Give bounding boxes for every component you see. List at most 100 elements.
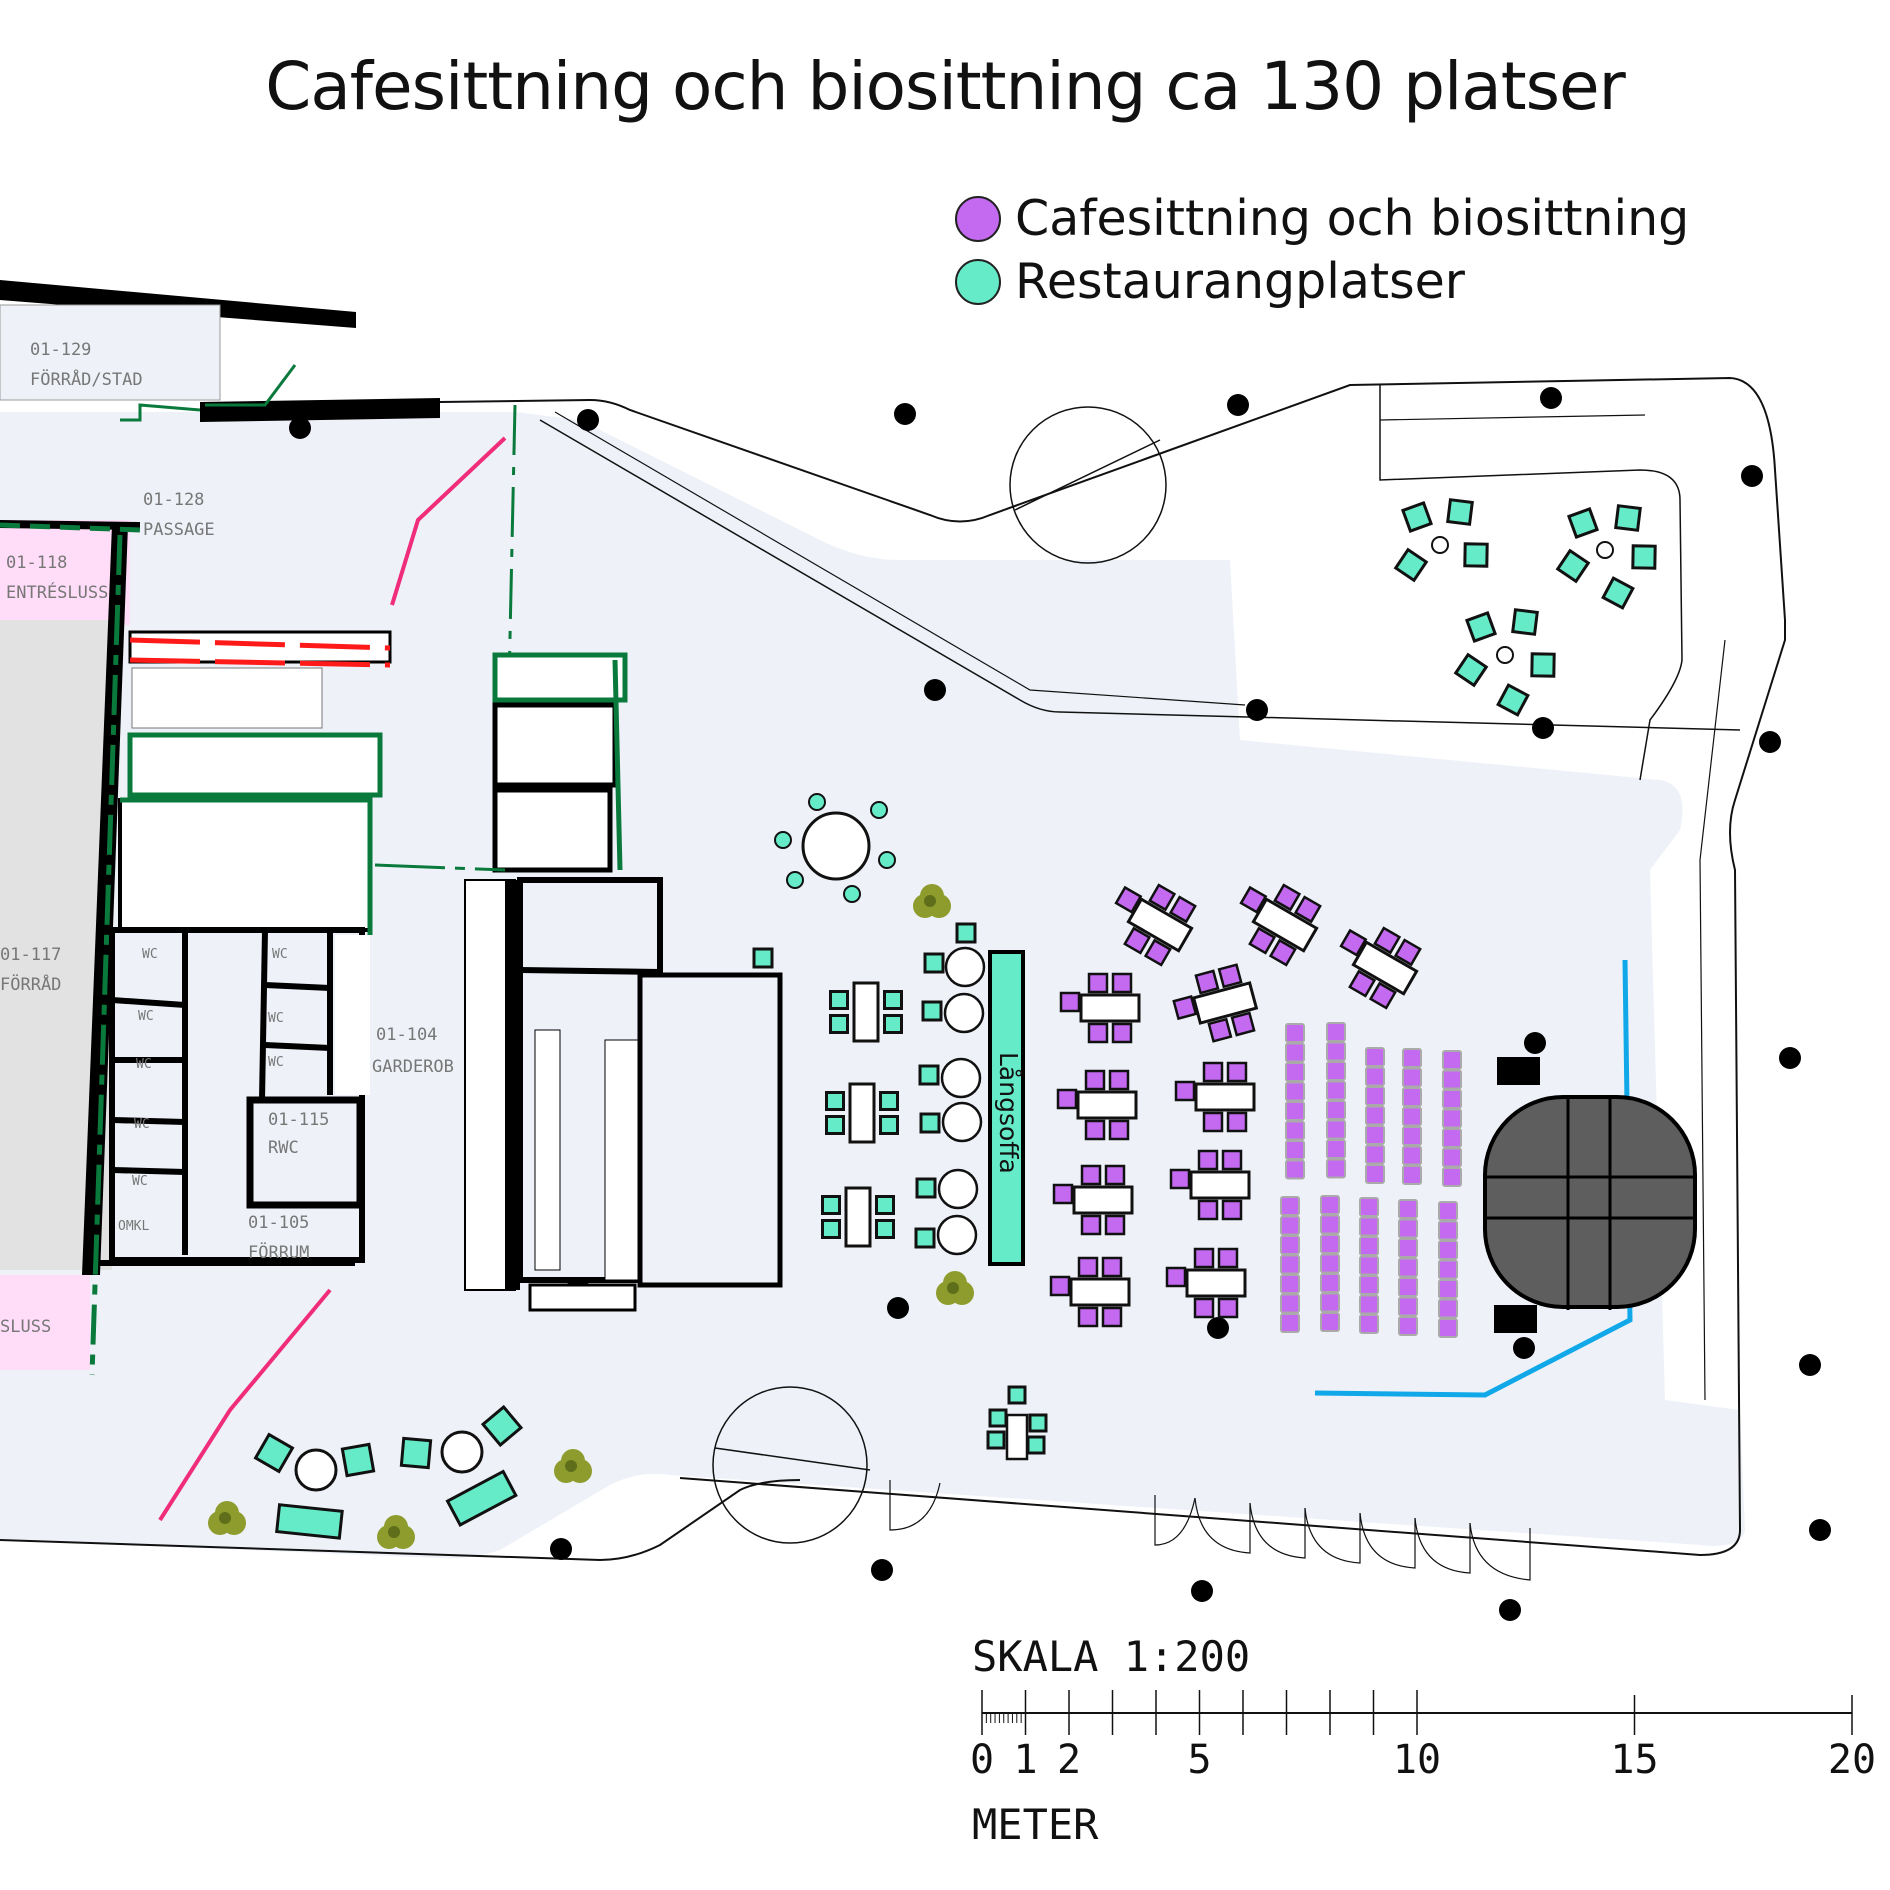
cafe-seat xyxy=(1123,926,1152,955)
cinema-seat xyxy=(1442,1069,1462,1090)
table xyxy=(1072,1185,1134,1215)
room-label-01-129-name: FÖRRÅD/STAD xyxy=(30,368,143,390)
cinema-seat xyxy=(1442,1128,1462,1148)
cocktail-table xyxy=(1496,646,1514,664)
restaurant-seating xyxy=(253,498,1657,1540)
room-label-sluss: SLUSS xyxy=(0,1317,51,1337)
cafe-table-group xyxy=(1174,1061,1256,1133)
cinema-seat xyxy=(1326,1158,1346,1179)
cafe-seat xyxy=(1111,972,1133,994)
cafe-seat xyxy=(1217,1247,1239,1269)
restaurant-seat xyxy=(914,1227,936,1249)
cinema-seat xyxy=(1359,1197,1379,1217)
sofa-label: Långsoffa xyxy=(994,1052,1023,1174)
cafe-seat xyxy=(1197,1199,1219,1221)
restaurant-swatch-icon xyxy=(955,258,1001,305)
round-stool xyxy=(941,1101,983,1143)
cafe-seat xyxy=(1174,1080,1196,1102)
cafe-seat xyxy=(1193,1247,1215,1269)
restaurant-seat xyxy=(988,1408,1008,1428)
speaker-icon xyxy=(1494,1305,1537,1333)
cinema-seat xyxy=(1438,1201,1458,1221)
scale-unit: METER xyxy=(972,1800,1099,1849)
cafe-seat xyxy=(1077,1256,1099,1278)
bench xyxy=(445,1469,518,1527)
room-label-01-105-id: 01-105 xyxy=(248,1213,309,1233)
cafe-seat xyxy=(1202,1111,1224,1133)
omkl-label: OMKL xyxy=(118,1219,149,1234)
round-stool xyxy=(943,992,985,1034)
cafe-seat xyxy=(1293,895,1322,924)
room-label-01-129-id: 01-129 xyxy=(30,340,91,360)
cafe-seat xyxy=(1108,1119,1130,1141)
restaurant-seat xyxy=(883,990,903,1010)
room-sluss xyxy=(0,1275,90,1370)
cafe-seat xyxy=(1101,1306,1123,1328)
room-entresluss xyxy=(0,520,130,625)
cafe-seat xyxy=(1393,938,1422,967)
cafe-seat xyxy=(1221,1149,1243,1171)
cinema-seat xyxy=(1438,1279,1458,1299)
restaurant-seat xyxy=(340,1442,376,1478)
cinema-seat xyxy=(1280,1293,1300,1314)
cafe-table-group xyxy=(1114,883,1197,967)
bench xyxy=(275,1503,344,1540)
cinema-seat xyxy=(1365,1144,1385,1165)
cinema-seat xyxy=(1365,1047,1385,1067)
room-label-01-128-name: PASSAGE xyxy=(143,520,215,540)
cinema-seat xyxy=(1402,1106,1422,1127)
wc-label: WC xyxy=(134,1117,150,1132)
cafe-seat xyxy=(1087,972,1109,994)
restaurant-seat xyxy=(253,1432,295,1474)
restaurant-seat xyxy=(1028,1413,1048,1433)
restaurant-seat xyxy=(825,1091,845,1111)
facade-outline xyxy=(0,376,1786,1562)
table xyxy=(1005,1413,1029,1461)
restaurant-seat xyxy=(1601,576,1635,610)
cinema-seat xyxy=(1438,1240,1458,1260)
cafe-seat xyxy=(1373,926,1402,955)
cafe-seat xyxy=(1104,1164,1126,1186)
scale-tick-label: 10 xyxy=(1392,1737,1442,1783)
cafe-seat xyxy=(1248,926,1277,955)
cinema-seat xyxy=(1320,1234,1340,1254)
cafe-seat xyxy=(1368,981,1397,1010)
cinema-seat xyxy=(1365,1164,1385,1184)
table xyxy=(1189,1170,1251,1200)
cafe-seat xyxy=(1087,1022,1109,1044)
cinema-seat xyxy=(1398,1199,1418,1219)
columns xyxy=(289,387,1831,1621)
restaurant-seat xyxy=(1453,652,1489,688)
restaurant-seat xyxy=(1496,683,1530,717)
cinema-seat xyxy=(1359,1294,1379,1315)
cafe-seat xyxy=(1148,883,1177,912)
cafe-bio-swatch-icon xyxy=(955,195,1001,242)
cafe-seat xyxy=(1230,1011,1256,1037)
cinema-seat xyxy=(1280,1215,1300,1236)
cafe-seat xyxy=(1268,938,1297,967)
restaurant-seat xyxy=(919,1112,941,1134)
cinema-seat xyxy=(1320,1195,1340,1215)
cinema-seat xyxy=(1365,1086,1385,1106)
cafe-table-group xyxy=(1172,963,1259,1043)
cinema-seat xyxy=(1442,1167,1462,1187)
cafe-seat xyxy=(1084,1119,1106,1141)
room-labels: 01-129 FÖRRÅD/STAD 01-128 PASSAGE 01-118… xyxy=(0,340,454,1337)
table xyxy=(848,1082,876,1144)
revolving-door-south xyxy=(712,1386,871,1544)
restaurant-seat xyxy=(879,1115,899,1135)
cafe-seat xyxy=(1049,1275,1071,1297)
cafe-seat xyxy=(1114,885,1143,914)
cafe-seat xyxy=(1108,1069,1130,1091)
cafe-seat xyxy=(1143,938,1172,967)
restaurant-seat xyxy=(955,922,977,944)
restaurant-seat xyxy=(1026,1435,1046,1455)
cinema-seat xyxy=(1280,1235,1300,1255)
room-label-01-117-name: FÖRRÅD xyxy=(0,973,61,995)
cafe-table-group xyxy=(1169,1149,1251,1221)
cinema-seat xyxy=(1438,1220,1458,1241)
scale-title: SKALA 1:200 xyxy=(972,1632,1251,1681)
cinema-seat xyxy=(1438,1259,1458,1280)
cafe-seat xyxy=(1056,1088,1078,1110)
cinema-seat xyxy=(1398,1277,1418,1297)
